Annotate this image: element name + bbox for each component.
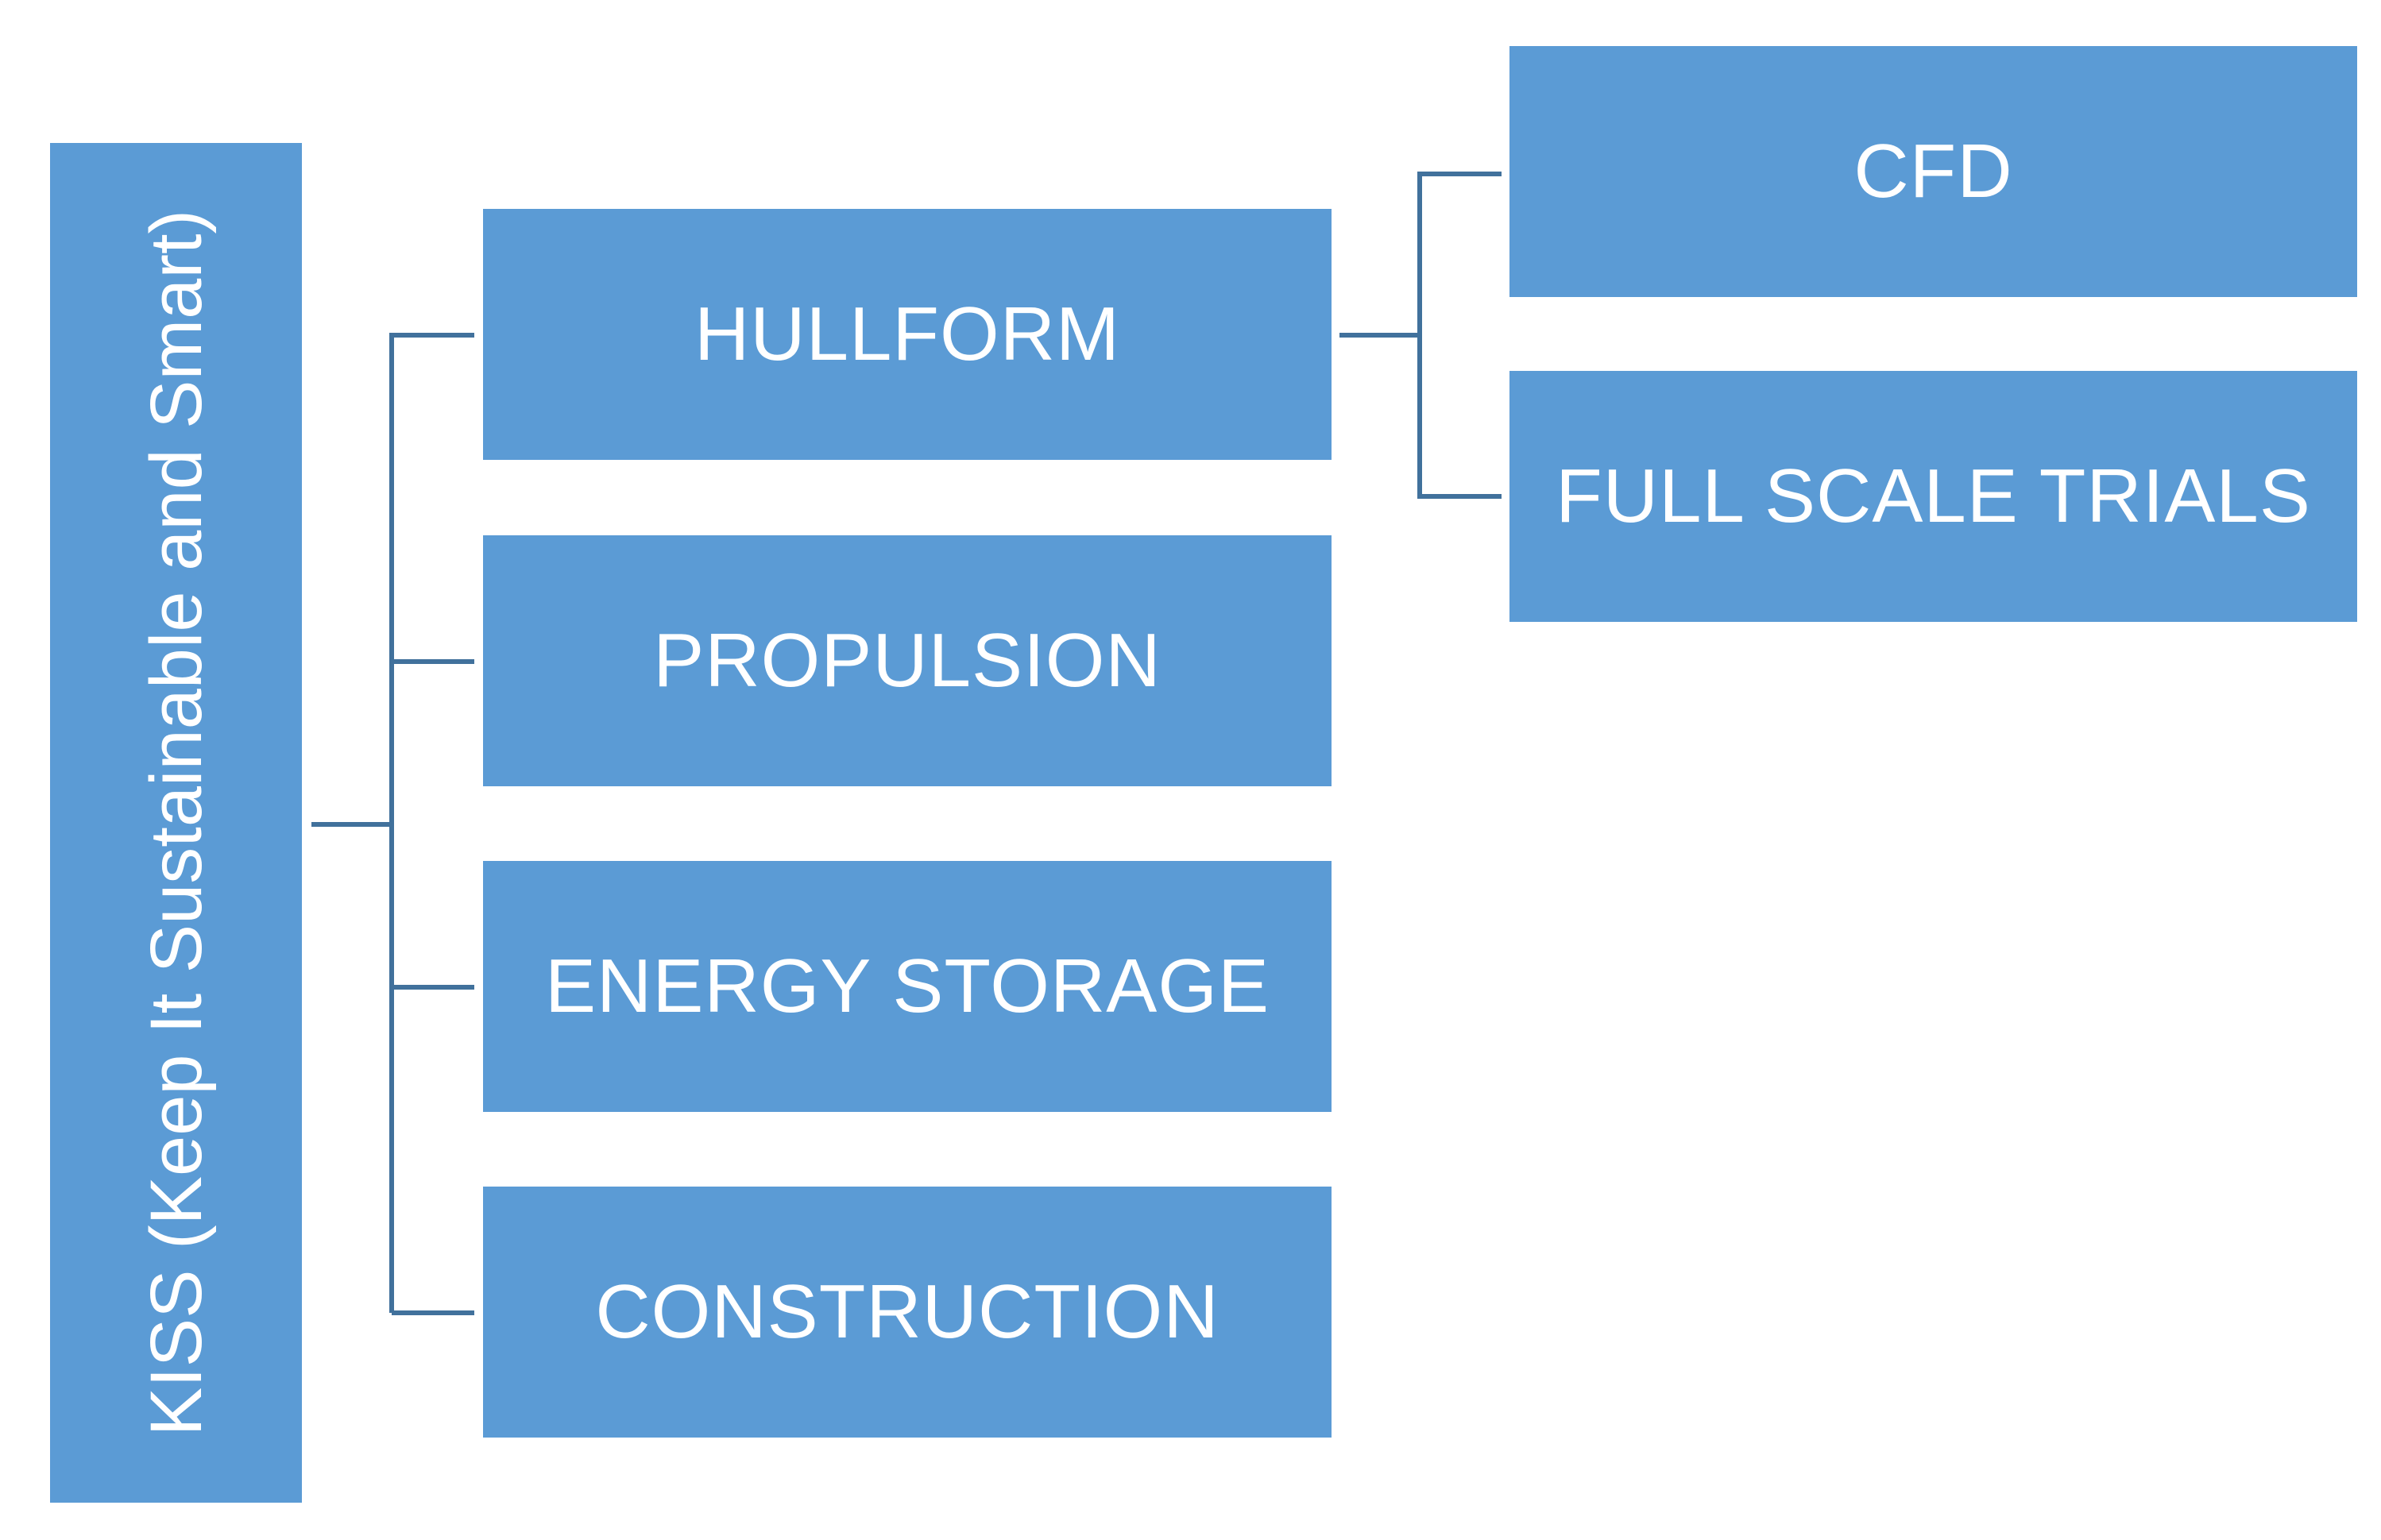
node-hullform: HULLFORM xyxy=(483,209,1332,460)
node-propulsion: PROPULSION xyxy=(483,535,1332,786)
node-construction: CONSTRUCTION xyxy=(483,1187,1332,1438)
root-node-label: KISS (Keep It Sustainable and Smart) xyxy=(135,209,217,1437)
root-node-kiss: KISS (Keep It Sustainable and Smart) xyxy=(50,143,302,1503)
node-cfd: CFD xyxy=(1509,46,2357,297)
node-energy-storage: ENERGY STORAGE xyxy=(483,861,1332,1112)
node-full-scale-trials: FULL SCALE TRIALS xyxy=(1509,371,2357,622)
